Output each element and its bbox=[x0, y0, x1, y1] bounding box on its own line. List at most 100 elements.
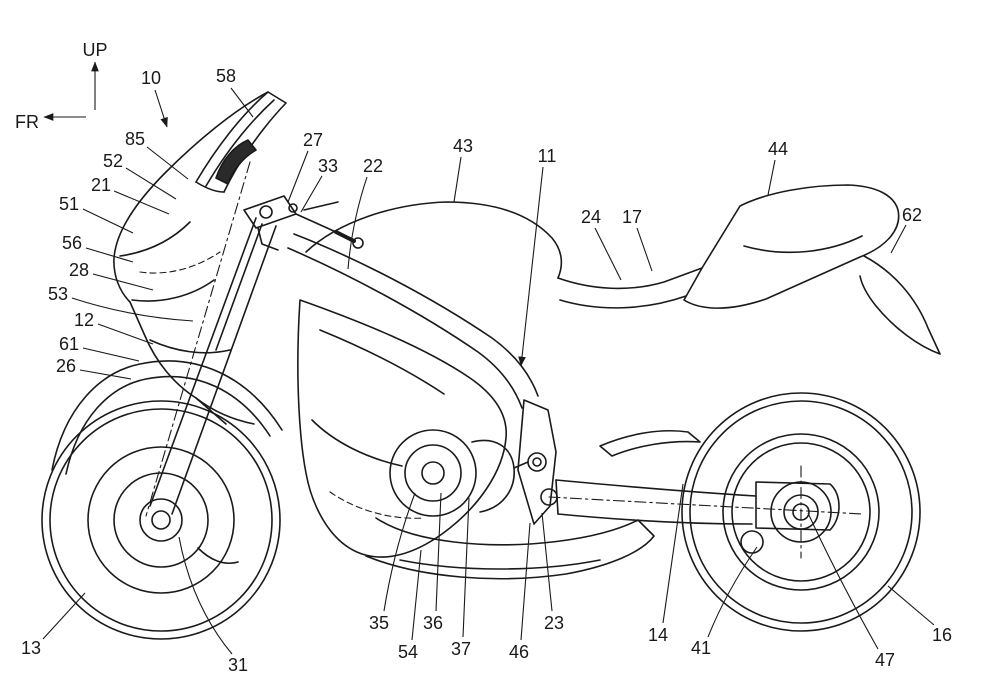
ref-label-27: 27 bbox=[303, 130, 323, 150]
steering-axis-line bbox=[145, 161, 251, 517]
ref-label-36: 36 bbox=[423, 613, 443, 633]
ref-label-26: 26 bbox=[56, 356, 76, 376]
ref-label-53: 53 bbox=[48, 284, 68, 304]
front-axle bbox=[151, 510, 171, 530]
leader-line-53 bbox=[71, 297, 194, 322]
seat-and-tail bbox=[557, 184, 900, 309]
clamp-bolt bbox=[288, 203, 298, 213]
bracket-line bbox=[257, 227, 279, 251]
ref-label-47: 47 bbox=[875, 650, 895, 670]
leader-line-37 bbox=[462, 497, 470, 638]
leader-line-41 bbox=[707, 546, 758, 638]
ref-label-51: 51 bbox=[59, 194, 79, 214]
leader-line-54 bbox=[411, 549, 422, 641]
windscreen bbox=[195, 91, 287, 193]
front-brake-disc bbox=[113, 472, 209, 568]
front-caliper bbox=[197, 547, 239, 564]
chain-axis bbox=[548, 496, 863, 515]
ref-label-22: 22 bbox=[363, 156, 383, 176]
tail-cowl bbox=[683, 184, 900, 309]
leader-line-27 bbox=[287, 150, 309, 203]
clip-on-bar bbox=[295, 213, 337, 233]
leader-line-24 bbox=[594, 227, 622, 281]
ref-label-44: 44 bbox=[768, 139, 788, 159]
cowl-outline bbox=[113, 91, 269, 425]
leader-line-12 bbox=[97, 323, 154, 345]
ref-label-52: 52 bbox=[103, 151, 123, 171]
ref-label-13: 13 bbox=[21, 638, 41, 658]
side-fairing bbox=[297, 299, 507, 558]
main-frame bbox=[287, 233, 557, 525]
ref-label-11: 11 bbox=[538, 146, 557, 166]
steering-stem-nut bbox=[259, 205, 273, 219]
motorcycle-drawing bbox=[41, 91, 941, 640]
ref-label-62: 62 bbox=[902, 205, 922, 225]
front-tire-outer bbox=[41, 400, 281, 640]
front-rim bbox=[87, 446, 235, 594]
rear-tire-outer bbox=[681, 392, 921, 632]
brake-lever bbox=[303, 201, 339, 211]
leader-line-28 bbox=[92, 273, 154, 291]
ref-label-31: 31 bbox=[228, 655, 248, 675]
ref-label-23: 23 bbox=[544, 613, 564, 633]
leader-line-23 bbox=[541, 512, 553, 612]
fork-leg-rear bbox=[171, 225, 277, 515]
tail-seam bbox=[743, 235, 863, 254]
front-wheel bbox=[41, 400, 281, 640]
leader-line-85 bbox=[146, 146, 189, 180]
chain-line bbox=[548, 465, 863, 559]
engine bbox=[389, 429, 558, 517]
pivot-bolt-center bbox=[532, 457, 542, 467]
rear-fender bbox=[859, 255, 941, 355]
ref-label-UP: UP bbox=[82, 40, 107, 60]
ref-label-10: 10 bbox=[141, 68, 161, 88]
leader-line-52 bbox=[125, 167, 177, 200]
ref-label-43: 43 bbox=[453, 136, 473, 156]
front-fender bbox=[51, 360, 283, 475]
pivot-bolt bbox=[527, 452, 547, 472]
seat-base bbox=[559, 295, 687, 309]
ref-label-58: 58 bbox=[216, 66, 236, 86]
ref-label-17: 17 bbox=[622, 207, 642, 227]
leader-line-16 bbox=[887, 585, 935, 626]
rear-tire-inner bbox=[689, 400, 913, 624]
frame-spar-lower bbox=[287, 247, 523, 409]
ref-label-41: 41 bbox=[691, 638, 711, 658]
leader-line-33 bbox=[300, 175, 323, 213]
frame-spar-upper bbox=[293, 233, 539, 397]
front-cowl bbox=[113, 91, 269, 425]
swingarm-bottom bbox=[557, 513, 753, 525]
leader-line-58 bbox=[230, 87, 254, 118]
ref-label-16: 16 bbox=[932, 625, 952, 645]
leader-line-61 bbox=[82, 347, 140, 362]
leader-line-46 bbox=[520, 522, 531, 641]
leader-line-35 bbox=[383, 492, 416, 612]
leader-line-62 bbox=[890, 224, 907, 254]
fork-leg-front bbox=[149, 217, 257, 507]
crankcase-cover bbox=[471, 439, 515, 513]
ref-label-35: 35 bbox=[369, 613, 389, 633]
leader-line-36 bbox=[435, 492, 442, 612]
ref-label-14: 14 bbox=[648, 625, 668, 645]
ref-label-24: 24 bbox=[581, 207, 601, 227]
leader-line-44 bbox=[767, 159, 776, 196]
ref-label-28: 28 bbox=[69, 260, 89, 280]
ref-label-85: 85 bbox=[125, 129, 145, 149]
ref-label-56: 56 bbox=[62, 233, 82, 253]
leader-line-43 bbox=[453, 156, 462, 203]
clutch-cover-inner bbox=[404, 444, 462, 502]
leader-line-11 bbox=[518, 166, 544, 367]
front-hub bbox=[139, 498, 183, 542]
axle-carrier bbox=[755, 481, 840, 531]
seat-top bbox=[557, 267, 703, 290]
mirror-icon bbox=[215, 139, 257, 185]
leader-line-26 bbox=[79, 369, 132, 380]
leader-line-51 bbox=[82, 208, 134, 234]
ref-label-54: 54 bbox=[398, 642, 418, 662]
rear-caliper bbox=[740, 530, 764, 554]
pivot-plate bbox=[517, 399, 557, 525]
clutch-center bbox=[421, 461, 445, 485]
leader-line-47 bbox=[807, 512, 879, 650]
